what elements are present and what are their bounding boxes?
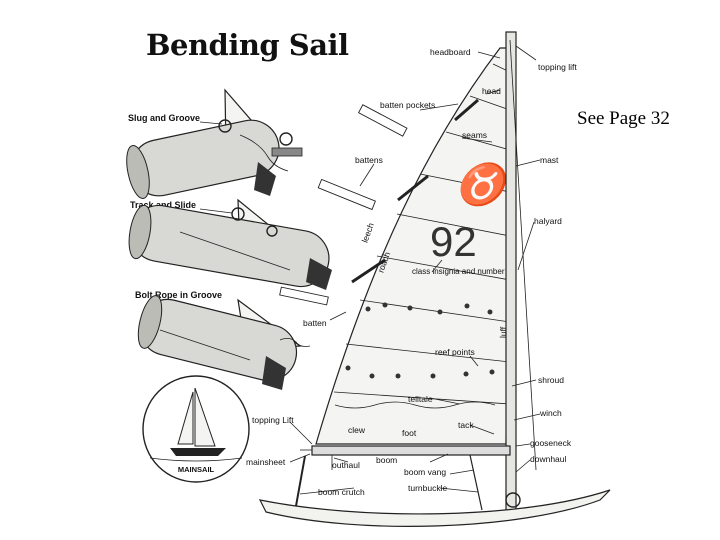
label-reef-points: reef points — [435, 347, 475, 357]
section-label-bolt: Bolt Rope in Groove — [135, 290, 222, 300]
sail-insignia-mark: ♉ — [455, 161, 512, 207]
boom-vang-line — [470, 455, 482, 510]
boom — [296, 446, 510, 510]
leader-track — [200, 209, 232, 213]
label-batten: batten — [303, 318, 327, 328]
inset-hull — [170, 448, 226, 456]
label-mainsheet: mainsheet — [246, 457, 286, 467]
slug-and-groove-detail: Slug and Groove — [123, 90, 302, 201]
label-telltale: telltale — [408, 394, 433, 404]
label-boom: boom — [376, 455, 397, 465]
hull — [260, 490, 610, 526]
label-clew: clew — [348, 425, 366, 435]
bolt-rope-detail: Bolt Rope in Groove — [134, 290, 310, 390]
section-label-slug: Slug and Groove — [128, 113, 200, 123]
mainsail-inset: MAINSAIL — [143, 376, 249, 482]
label-halyard: halyard — [534, 216, 562, 226]
label-boom-crutch: boom crutch — [318, 487, 365, 497]
label-winch: winch — [539, 408, 562, 418]
batten-piece-3 — [280, 287, 329, 305]
track-and-slide-detail: Track and Slide — [125, 200, 333, 291]
label-tack: tack — [458, 420, 474, 430]
label-shroud: shroud — [538, 375, 564, 385]
label-batten-pockets: batten pockets — [380, 100, 435, 110]
label-luff: luff — [498, 326, 508, 338]
leader-slug — [200, 122, 222, 124]
slug-fitting — [272, 148, 302, 156]
batten-piece-2 — [318, 179, 375, 209]
label-class-insignia: class insignia and number — [412, 267, 505, 276]
label-outhaul: outhaul — [332, 460, 360, 470]
sail-number: 92 — [430, 218, 477, 265]
mast-pole — [506, 32, 516, 512]
label-mast: mast — [540, 155, 559, 165]
mast-section-track — [127, 201, 334, 291]
label-boom-vang: boom vang — [404, 467, 446, 477]
label-battens: battens — [355, 155, 383, 165]
label-topping-lift: topping Lift — [252, 415, 294, 425]
boom-crutch-post — [296, 456, 305, 506]
label-leech: leech — [360, 221, 376, 244]
boom-spar — [312, 446, 510, 455]
slug-ring-2 — [280, 133, 292, 145]
label-gooseneck: gooseneck — [530, 438, 572, 448]
label-topping-lift-top: topping lift — [538, 62, 577, 72]
label-seams: seams — [462, 130, 487, 140]
inset-label: MAINSAIL — [178, 465, 215, 474]
label-downhaul: downhaul — [530, 454, 567, 464]
label-headboard: headboard — [430, 47, 471, 57]
label-head: head — [482, 86, 501, 96]
label-turnbuckle: turnbuckle — [408, 483, 447, 493]
label-foot: foot — [402, 428, 417, 438]
